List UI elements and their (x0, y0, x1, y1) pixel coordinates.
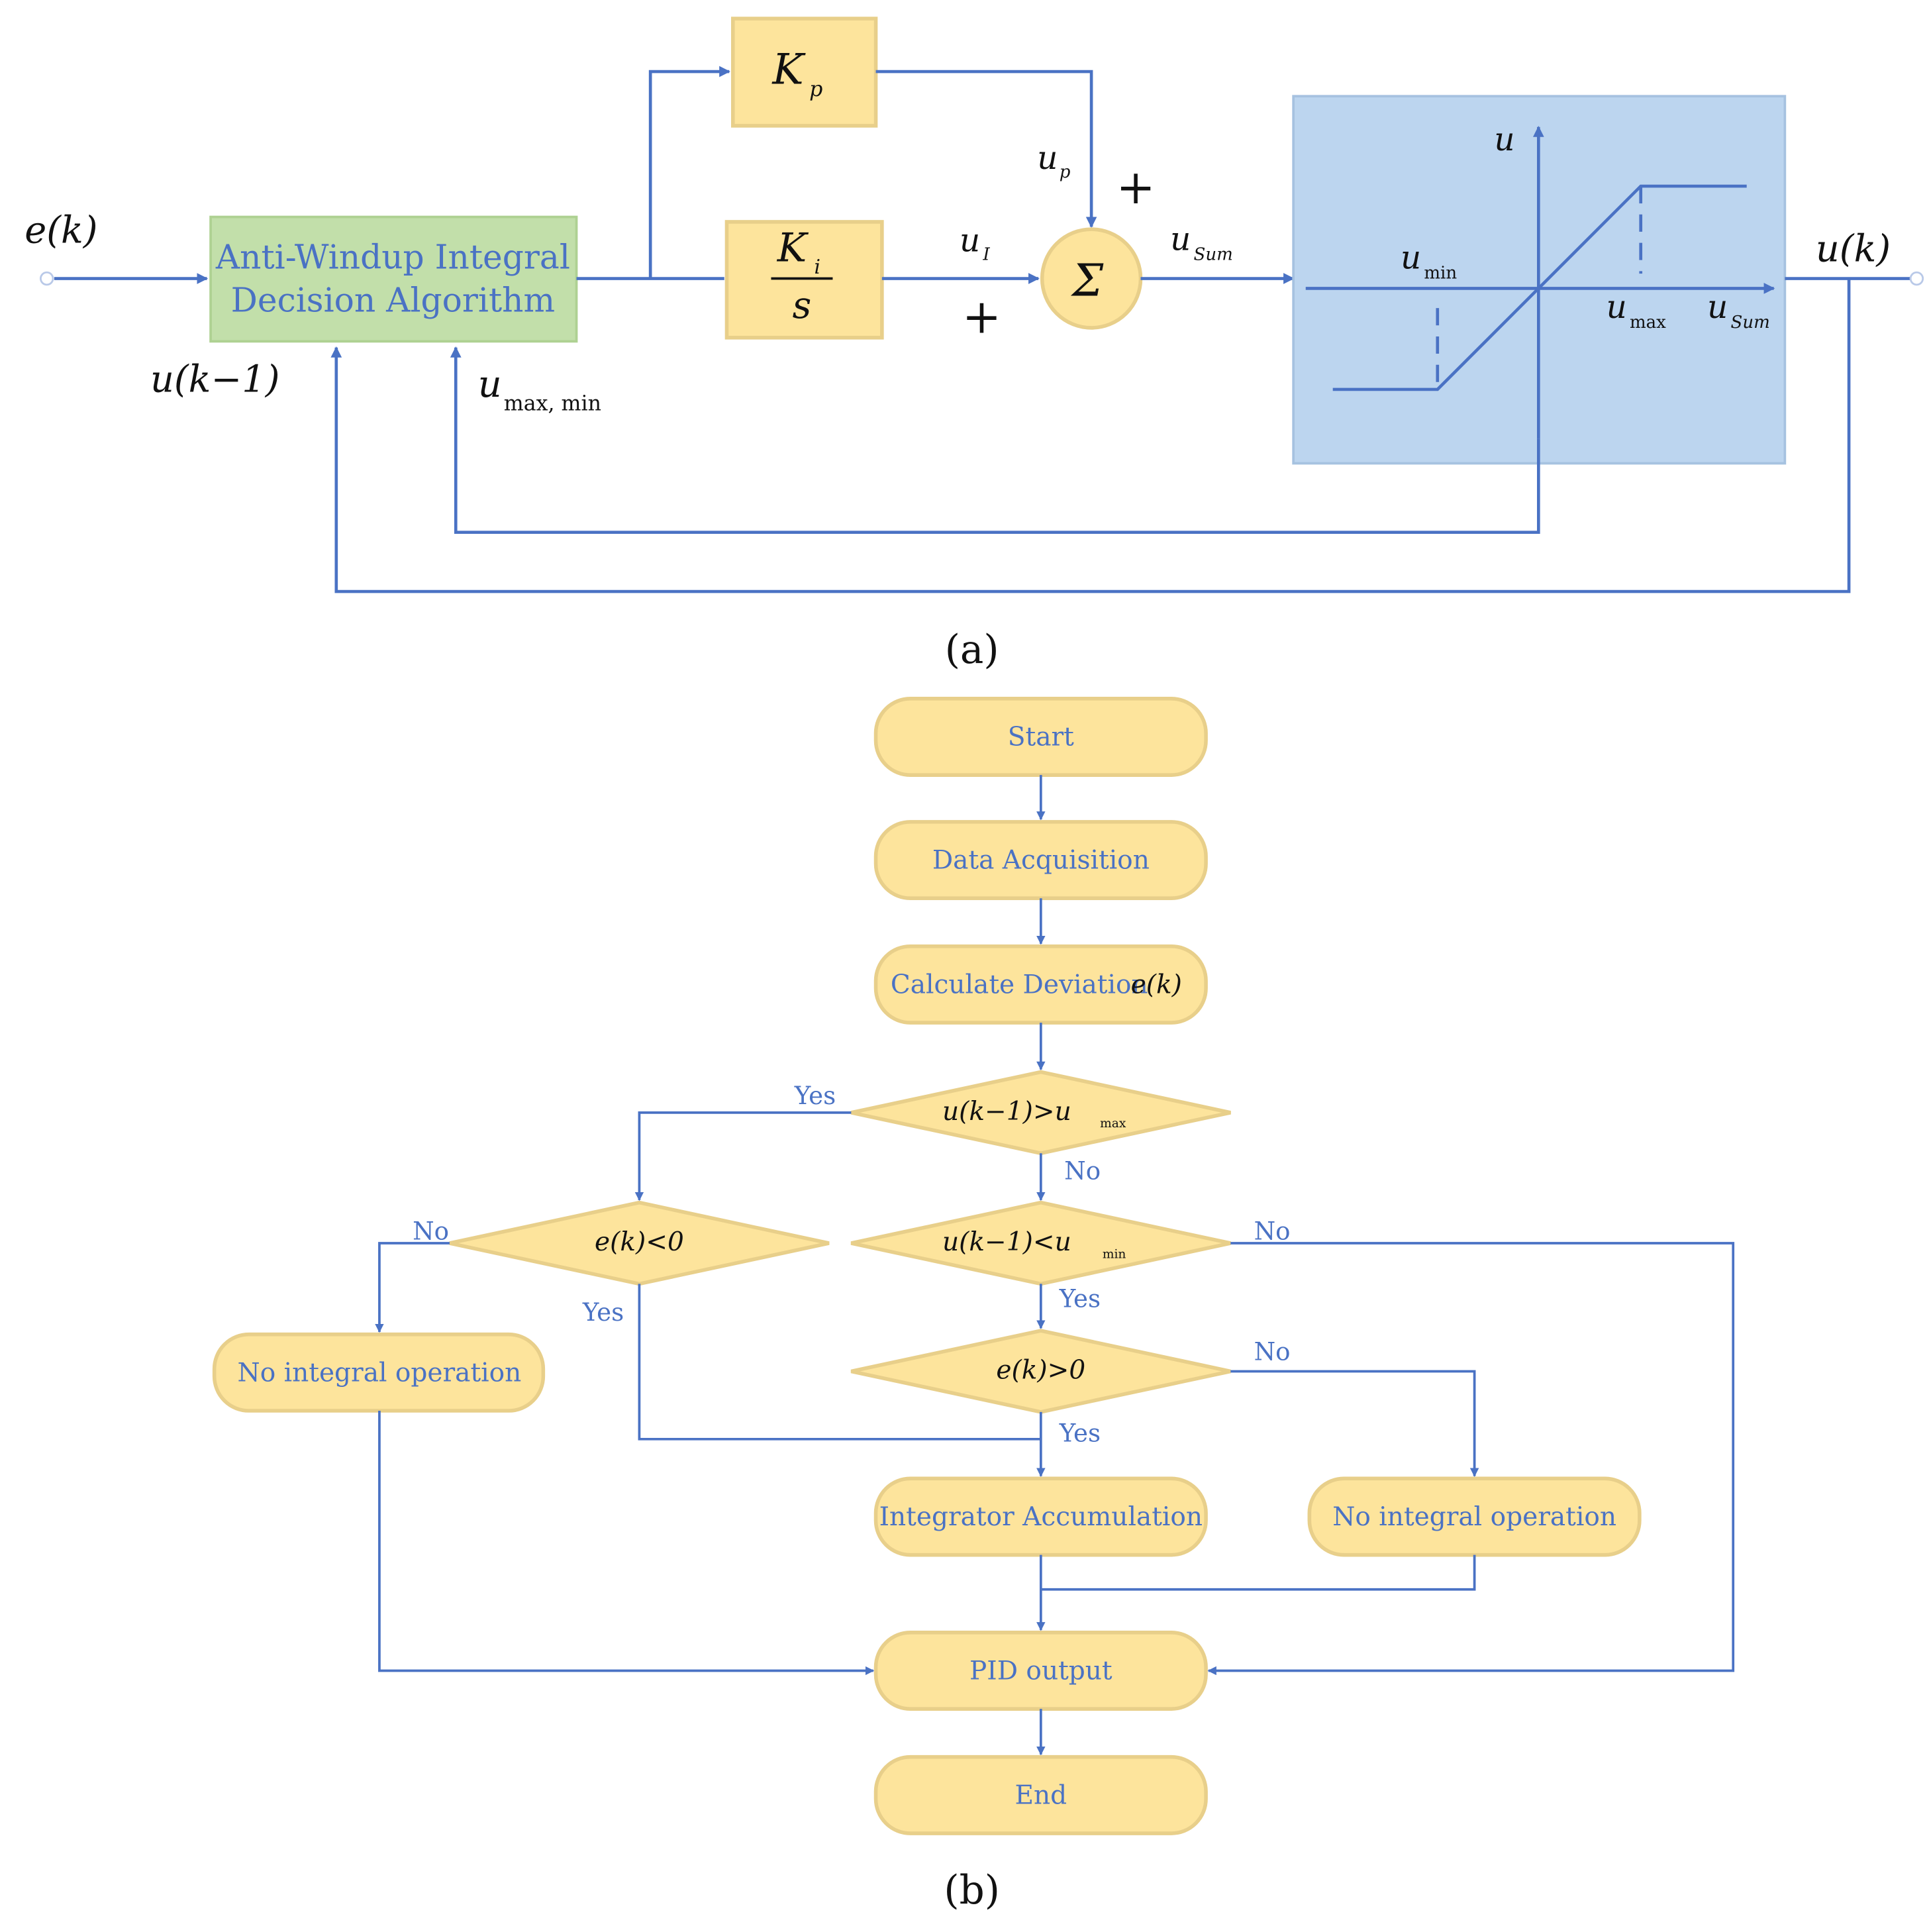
kp-to-sum-arrow (875, 70, 1097, 229)
feedback-limits-base: u (478, 363, 502, 406)
umin-no-arrow (1207, 1242, 1735, 1676)
label-umax-yes: Yes (794, 1081, 836, 1110)
decision-umin-sub: min (1103, 1247, 1126, 1261)
ek-positive-no-arrow (1230, 1370, 1479, 1477)
integrator-accumulation-text: Integrator Accumulation (879, 1502, 1203, 1532)
ui-label-sub: I (982, 245, 990, 265)
no-integral-right-text: No integral operation (1332, 1502, 1616, 1532)
kp-symbol: K (771, 45, 806, 94)
no-integral-right-merge-line (1040, 1554, 1476, 1591)
algo-to-kp-arrow (648, 66, 730, 279)
no-integral-left-to-pid-arrow (378, 1411, 875, 1676)
saturation-x-label-sub: Sum (1731, 313, 1770, 332)
panel-a: e(k) Anti-Windup Integral Decision Algor… (25, 17, 1924, 673)
umin-label-base: u (1401, 240, 1421, 277)
saturation-y-label: u (1494, 121, 1514, 158)
end-text: End (1015, 1780, 1067, 1810)
decision-umax-math: u(k−1)>u (942, 1097, 1071, 1127)
start-text: Start (1008, 723, 1074, 752)
ki-subscript: i (815, 256, 821, 279)
limits-feedback-arrow (450, 346, 1540, 534)
ki-symbol: K (777, 225, 809, 271)
usum-label-sub: Sum (1193, 245, 1232, 265)
usum-label-base: u (1170, 221, 1191, 258)
output-signal-label: u(k) (1816, 227, 1891, 270)
label-umin-yes: Yes (1059, 1284, 1101, 1313)
feedback-limits-sub: max, min (504, 392, 601, 416)
kp-subscript: p (809, 77, 822, 101)
umax-label-base: u (1607, 289, 1627, 326)
algorithm-block-line2: Decision Algorithm (231, 281, 555, 320)
up-label-sub: p (1060, 162, 1071, 182)
ki-denominator: s (793, 284, 812, 327)
label-ek-negative-no: No (413, 1216, 449, 1245)
caption-a: (a) (945, 627, 999, 673)
decision-umin-math: u(k−1)<u (942, 1227, 1071, 1257)
data-acquisition-text: Data Acquisition (932, 846, 1150, 876)
umin-label-sub: min (1424, 264, 1457, 283)
label-umax-no: No (1064, 1156, 1101, 1185)
ek-negative-yes-line (638, 1284, 1041, 1441)
label-umin-no: No (1254, 1216, 1291, 1245)
pid-output-text: PID output (969, 1656, 1113, 1686)
calculate-deviation-text: Calculate Deviation (891, 970, 1148, 999)
output-feedback-arrow (330, 278, 1851, 593)
saturation-curve (1332, 184, 1747, 391)
input-signal-label: e(k) (25, 209, 97, 252)
umax-label-sub: max (1630, 313, 1666, 332)
plus-bottom: + (962, 289, 1001, 344)
calculate-deviation-math: e(k) (1131, 970, 1182, 999)
no-integral-left-text: No integral operation (238, 1358, 522, 1388)
panel-b: Start Data Acquisition Calculate Deviati… (212, 697, 1735, 1913)
ui-label-base: u (960, 223, 980, 260)
label-ek-positive-yes: Yes (1059, 1419, 1101, 1448)
label-ek-negative-yes: Yes (582, 1297, 624, 1327)
sum-symbol: Σ (1071, 255, 1104, 307)
algorithm-block-line1: Anti-Windup Integral (215, 238, 570, 277)
saturation-x-label-base: u (1707, 289, 1728, 326)
input-terminal (39, 271, 54, 286)
up-label-base: u (1037, 140, 1058, 177)
plus-top: + (1116, 160, 1155, 215)
decision-umax-sub: max (1100, 1117, 1126, 1131)
decision-ek-negative-math: e(k)<0 (595, 1227, 684, 1257)
caption-b: (b) (944, 1868, 1000, 1913)
ek-negative-no-arrow (375, 1242, 450, 1333)
umax-yes-arrow (634, 1111, 852, 1201)
label-ek-positive-no: No (1254, 1337, 1291, 1366)
output-terminal (1909, 271, 1924, 286)
end-terminal (873, 1754, 1208, 1835)
decision-ek-positive-math: e(k)>0 (996, 1356, 1085, 1386)
anti-windup-algorithm-block (209, 215, 578, 343)
kp-block (731, 17, 878, 128)
feedback-u-label: u(k−1) (150, 358, 280, 401)
